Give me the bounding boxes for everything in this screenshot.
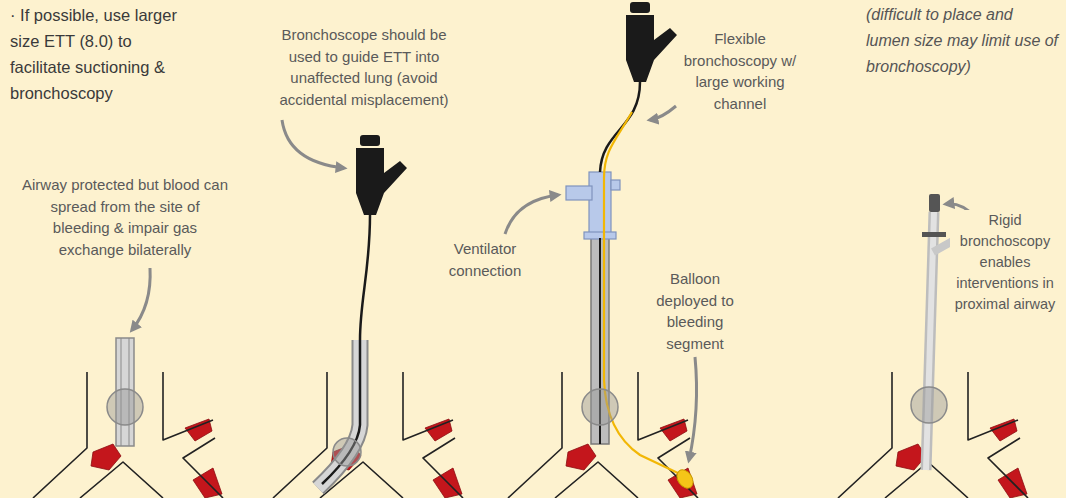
- leader-arrow: [282, 120, 344, 168]
- leader-arrow: [650, 106, 676, 120]
- bronchoscope-handle: [356, 135, 407, 215]
- connector-port: [566, 186, 592, 200]
- scope-cap: [929, 194, 940, 212]
- connector-port: [611, 180, 620, 190]
- ventilator-connector: [589, 172, 611, 238]
- note-text: · If possible, use larger size ETT (8.0)…: [8, 2, 198, 106]
- scope-ring: [922, 232, 946, 237]
- callout-label: Bronchoscope should be used to guide ETT…: [270, 24, 458, 110]
- leader-arrow: [132, 268, 150, 330]
- bronchoscope-handle: [626, 2, 677, 82]
- bronchial-tree: [838, 372, 1028, 498]
- callout-label: Ventilator connection: [443, 238, 527, 281]
- cuff: [333, 438, 361, 466]
- balloon: [674, 467, 697, 491]
- callout-label: Flexible bronchoscopy w/ large working c…: [680, 28, 800, 114]
- leader-arrow: [689, 357, 697, 460]
- bronchoscope-cord: [322, 215, 370, 484]
- callout-label: Balloon deployed to bleeding segment: [645, 268, 745, 354]
- cuff: [107, 389, 143, 425]
- callout-label: Rigid bronchoscopy enables interventions…: [950, 210, 1060, 315]
- cuff: [911, 387, 947, 423]
- connector-flange: [584, 232, 616, 239]
- callout-label: Airway protected but blood can spread fr…: [20, 174, 230, 260]
- leader-arrow: [505, 195, 558, 234]
- note-text: (difficult to place and lumen size may l…: [864, 2, 1062, 80]
- cuff: [582, 389, 618, 425]
